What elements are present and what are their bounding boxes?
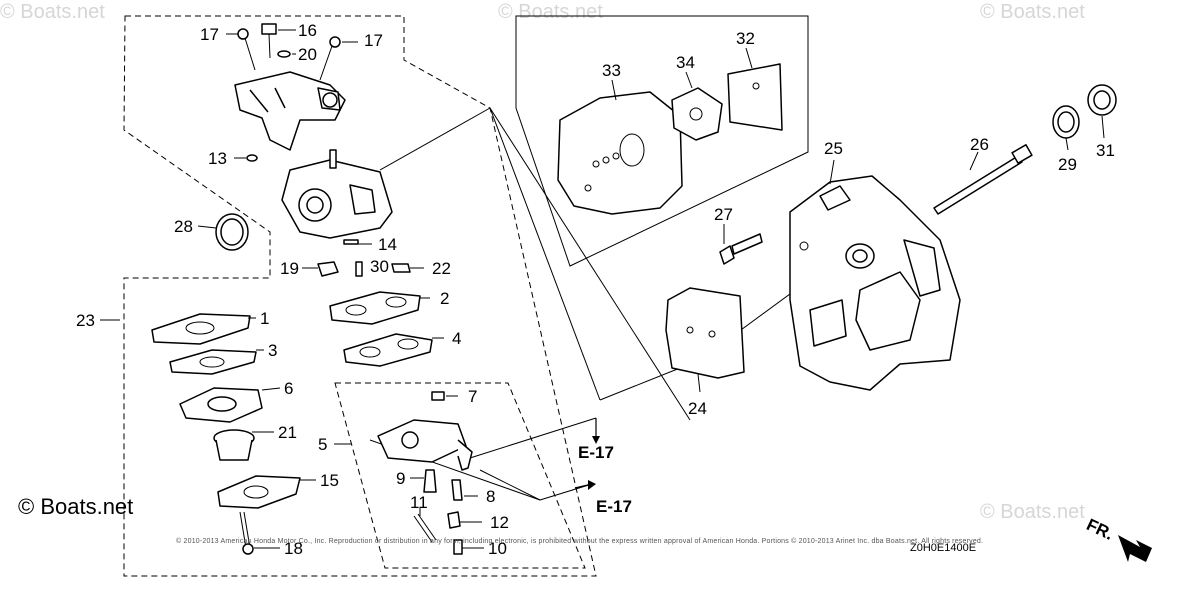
washer-20 xyxy=(277,50,291,58)
copyright-label: © Boats.net xyxy=(18,494,134,519)
carburetor-body xyxy=(281,149,393,239)
callout-17[interactable]: 17 xyxy=(364,31,383,50)
part-19 xyxy=(317,261,339,277)
group-outline-insulator xyxy=(515,15,809,267)
callout-26[interactable]: 26 xyxy=(970,135,989,154)
choke-lever-assembly xyxy=(234,71,346,151)
gasket-2 xyxy=(329,291,421,325)
callout-19[interactable]: 19 xyxy=(280,259,299,278)
callout-31[interactable]: 31 xyxy=(1096,141,1115,160)
callout-21[interactable]: 21 xyxy=(278,423,297,442)
callout-34[interactable]: 34 xyxy=(676,53,695,72)
part-8 xyxy=(451,479,463,501)
arrow-head-icon xyxy=(592,436,600,444)
callout-24[interactable]: 24 xyxy=(688,399,707,418)
screw-18 xyxy=(239,511,254,555)
assembly-line xyxy=(469,417,597,459)
spring-9 xyxy=(423,469,437,493)
front-direction-arrow-icon xyxy=(1118,535,1152,562)
callout-32[interactable]: 32 xyxy=(736,29,755,48)
gasket-1 xyxy=(151,313,251,345)
cover-6 xyxy=(179,387,263,423)
cup-21 xyxy=(213,429,255,461)
screw-17-left xyxy=(237,28,256,71)
front-direction-label: FR. xyxy=(1084,515,1117,544)
assembly-line xyxy=(489,107,691,421)
gasket-33 xyxy=(557,91,683,215)
callout-14[interactable]: 14 xyxy=(378,235,397,254)
gasket-4 xyxy=(343,333,433,367)
screw-10 xyxy=(453,539,463,555)
callout-29[interactable]: 29 xyxy=(1058,155,1077,174)
callout-28[interactable]: 28 xyxy=(174,217,193,236)
callout-10[interactable]: 10 xyxy=(488,539,507,558)
gasket-24 xyxy=(665,287,745,379)
callout-18[interactable]: 18 xyxy=(284,539,303,558)
callout-33[interactable]: 33 xyxy=(602,61,621,80)
air-cleaner-base-25 xyxy=(789,175,961,391)
pin-11-edge xyxy=(413,515,433,543)
bolt-27 xyxy=(719,233,763,265)
callout-17[interactable]: 17 xyxy=(200,25,219,44)
assembly-line xyxy=(489,107,601,401)
callout-9[interactable]: 9 xyxy=(396,469,405,488)
assembly-line xyxy=(379,107,491,171)
callout-22[interactable]: 22 xyxy=(432,259,451,278)
plate-15 xyxy=(217,475,301,509)
group-outline-float-chamber xyxy=(334,382,586,569)
diagram-code: Z0H0E1400E xyxy=(910,542,976,554)
pin-11 xyxy=(417,513,437,541)
arrow-head-icon xyxy=(588,480,596,490)
watermark: © Boats.net xyxy=(980,1,1085,23)
callout-23[interactable]: 23 xyxy=(76,311,95,330)
seal-ring-28-inner xyxy=(220,218,244,246)
screw-30 xyxy=(355,261,363,277)
group-outline-carburetor xyxy=(123,15,597,577)
screw-17-right xyxy=(319,36,341,81)
callout-1[interactable]: 1 xyxy=(260,309,269,328)
callout-30[interactable]: 30 xyxy=(370,257,389,276)
callout-5[interactable]: 5 xyxy=(318,435,327,454)
callout-8[interactable]: 8 xyxy=(486,487,495,506)
callout-11[interactable]: 11 xyxy=(410,493,428,512)
callout-6[interactable]: 6 xyxy=(284,379,293,398)
callout-15[interactable]: 15 xyxy=(320,471,339,490)
part-22 xyxy=(391,263,411,273)
watermark: © Boats.net xyxy=(498,1,603,23)
callout-27[interactable]: 27 xyxy=(714,205,733,224)
float-chamber-5 xyxy=(377,419,473,471)
ring-31-inner xyxy=(1093,90,1111,110)
part-34 xyxy=(671,87,723,141)
callout-20[interactable]: 20 xyxy=(298,45,317,64)
callout-leaders xyxy=(100,29,1105,549)
part-12 xyxy=(447,511,461,529)
watermark: © Boats.net xyxy=(0,1,105,23)
callout-4[interactable]: 4 xyxy=(452,329,461,348)
callout-16[interactable]: 16 xyxy=(298,21,317,40)
plate-32 xyxy=(727,63,783,131)
assembly-line xyxy=(479,469,541,501)
watermark: © Boats.net xyxy=(980,501,1085,523)
stud-26 xyxy=(933,144,1033,215)
assembly-line xyxy=(539,483,593,501)
callout-2[interactable]: 2 xyxy=(440,289,449,308)
reference-e17[interactable]: E-17 xyxy=(596,497,632,516)
clip-13 xyxy=(246,154,258,162)
callout-25[interactable]: 25 xyxy=(824,139,843,158)
diaphragm-3 xyxy=(169,349,257,375)
screw-16 xyxy=(261,23,277,59)
reference-e17[interactable]: E-17 xyxy=(578,443,614,462)
o-ring-14 xyxy=(343,239,359,245)
callout-13[interactable]: 13 xyxy=(208,149,227,168)
ring-29-inner xyxy=(1057,111,1075,133)
legal-notice: © 2010-2013 American Honda Motor Co., In… xyxy=(176,538,984,545)
callout-12[interactable]: 12 xyxy=(490,513,509,532)
callout-3[interactable]: 3 xyxy=(268,341,277,360)
callout-7[interactable]: 7 xyxy=(468,387,477,406)
part-7 xyxy=(431,391,445,401)
